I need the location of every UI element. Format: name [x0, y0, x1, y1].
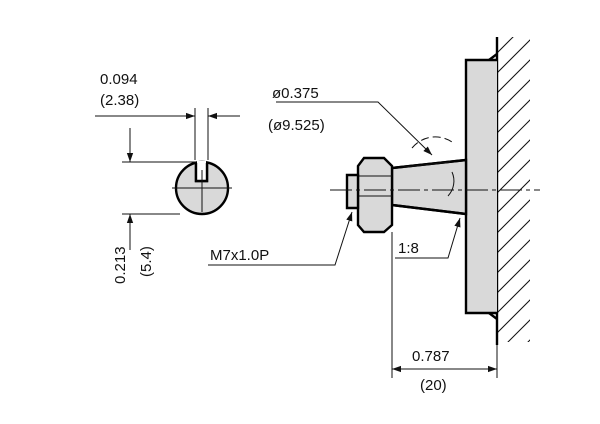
- hex-nut: [356, 156, 394, 234]
- length-mm: (20): [420, 377, 447, 394]
- thread-label: M7x1.0P: [210, 247, 269, 264]
- thread-callout: M7x1.0P: [208, 211, 353, 266]
- taper-label: 1:8: [398, 240, 419, 257]
- taper-callout: 1:8: [395, 217, 461, 259]
- key-width-dimension: 0.094 (2.38): [95, 71, 240, 160]
- key-height-in: 0.213: [112, 246, 129, 284]
- threaded-stud: [345, 173, 360, 210]
- key-width-mm: (2.38): [100, 92, 139, 109]
- tapered-shaft: [390, 158, 468, 216]
- shaft-end-view: [172, 160, 232, 216]
- key-width-in: 0.094: [100, 71, 138, 88]
- length-dimension: 0.787 (20): [391, 232, 498, 394]
- shaft-diameter-in: ø0.375: [272, 85, 319, 102]
- detail-circle: [411, 136, 453, 149]
- shaft-diameter-mm: (ø9.525): [268, 117, 325, 134]
- motor-flange: [464, 53, 498, 320]
- key-height-mm: (5.4): [138, 246, 155, 277]
- length-in: 0.787: [412, 348, 450, 365]
- key-height-dimension: 0.213 (5.4): [112, 128, 196, 284]
- shaft-diameter-dimension: ø0.375 (ø9.525): [268, 85, 433, 156]
